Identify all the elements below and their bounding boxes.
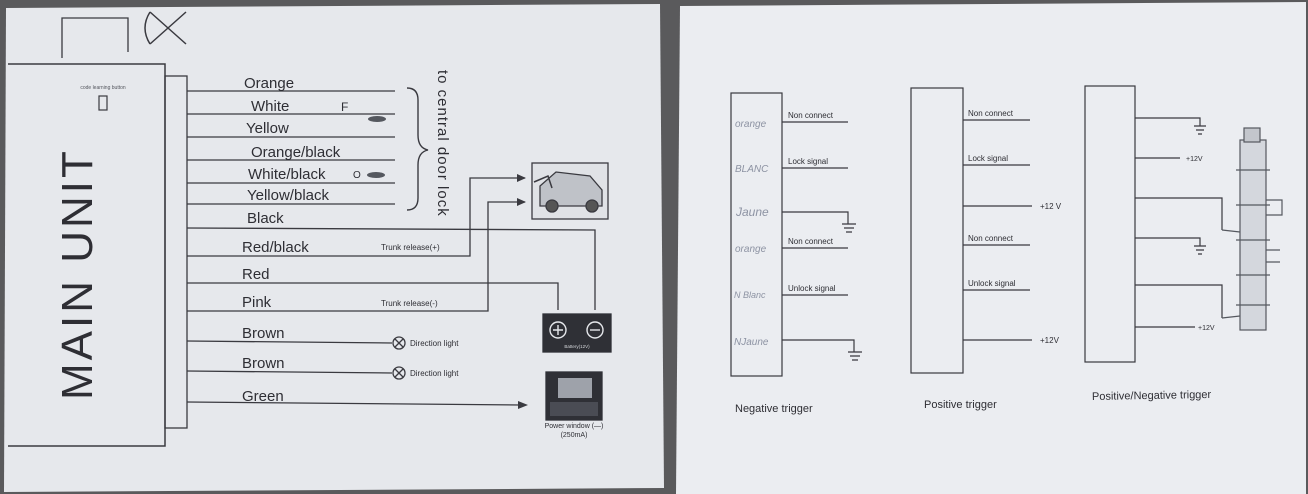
wire-label-brown-1: Brown	[242, 325, 285, 342]
ground-icon	[848, 351, 862, 361]
wire-mark-f: F	[341, 100, 348, 114]
handwritten-label: N Blanc	[734, 290, 766, 300]
wire-brown-2	[186, 370, 393, 374]
wire-label-orange: Orange	[244, 75, 294, 92]
pos-signal-label: Non connect	[968, 109, 1014, 118]
right-diagram	[730, 85, 1283, 377]
neg-signal-label: Unlock signal	[788, 284, 836, 293]
direction-light-note-2: Direction light	[410, 369, 459, 378]
lock-actuator-icon	[1221, 127, 1283, 331]
pos-neg-trigger-box	[1084, 85, 1136, 363]
wire-red-black	[187, 177, 525, 257]
wire-label-brown-2: Brown	[242, 355, 285, 372]
handwritten-label: NJaune	[734, 337, 769, 348]
wire-label-white: White	[251, 98, 289, 115]
smudge-mark	[368, 116, 386, 122]
posneg-signal-label: +12V	[1186, 156, 1203, 163]
right-text: orange BLANC Jaune orange N Blanc NJaune…	[734, 109, 1215, 415]
neg-signal-label: Non connect	[788, 237, 834, 246]
wire-green	[186, 401, 521, 406]
battery-label: Battery(12V)	[564, 344, 590, 349]
pos-signal-label: +12 V	[1040, 202, 1062, 211]
handwritten-label: orange	[735, 244, 767, 255]
trunk-release-plus-note: Trunk release(+)	[381, 243, 440, 252]
ground-icon	[842, 223, 856, 233]
wire-label-orange-black: Orange/black	[251, 144, 341, 161]
wire-brown-1	[186, 340, 393, 344]
wire-black	[186, 227, 596, 310]
connector-block	[164, 75, 188, 429]
right-paper	[676, 2, 1306, 494]
wire-red	[187, 282, 559, 310]
pos-signal-label: +12V	[1040, 336, 1060, 345]
wire-label-yellow-black: Yellow/black	[247, 187, 329, 204]
arrow-trunk-plus	[517, 174, 526, 182]
neg-signal-label: Lock signal	[788, 157, 828, 166]
arrow-trunk-minus	[517, 198, 526, 206]
wire-label-red-black: Red/black	[242, 239, 309, 256]
learning-button[interactable]	[98, 95, 108, 111]
power-window-label: Power window (—)	[545, 423, 604, 430]
left-paper	[4, 4, 664, 492]
handwritten-label: Jaune	[735, 205, 769, 219]
negative-trigger-caption: Negative trigger	[735, 403, 813, 415]
arrow-power-window	[518, 401, 528, 409]
wire-label-yellow: Yellow	[246, 120, 289, 137]
left-text: MAIN UNIT code learning button Orange Wh…	[53, 70, 603, 439]
battery-icon	[542, 313, 612, 353]
pos-signal-label: Unlock signal	[968, 279, 1016, 288]
handwritten-label: orange	[735, 119, 767, 130]
wire-label-red: Red	[242, 266, 270, 283]
wire-label-white-black: White/black	[248, 166, 326, 183]
wire-label-pink: Pink	[242, 294, 272, 311]
wire-label-black: Black	[247, 210, 284, 227]
left-diagram	[8, 11, 612, 447]
antenna-connector	[61, 17, 129, 58]
handwritten-label: BLANC	[735, 164, 769, 175]
power-window-icon	[545, 371, 603, 421]
posneg-signal-label: +12V	[1198, 325, 1215, 332]
wire-pink	[187, 201, 525, 312]
wires	[186, 90, 596, 406]
learning-button-label: code learning button	[80, 85, 126, 91]
central-lock-brace	[406, 87, 429, 211]
car-trunk-icon	[531, 162, 609, 220]
wire-label-green: Green	[242, 388, 284, 405]
direction-light-note-1: Direction light	[410, 339, 459, 348]
ground-icon	[1194, 125, 1206, 135]
wire-mark-o: O	[353, 170, 361, 181]
neg-signal-label: Non connect	[788, 111, 834, 120]
smudge-mark	[367, 172, 385, 178]
pos-signal-label: Lock signal	[968, 154, 1008, 163]
trunk-release-minus-note: Trunk release(-)	[381, 299, 438, 308]
power-window-current: (250mA)	[561, 432, 588, 439]
ground-icon	[1194, 245, 1206, 255]
direction-light-icon	[392, 366, 406, 380]
arrowheads	[517, 174, 528, 409]
direction-light-icon	[392, 336, 406, 350]
pos-signal-label: Non connect	[968, 234, 1014, 243]
positive-trigger-box	[910, 87, 964, 374]
positive-trigger-caption: Positive trigger	[924, 399, 997, 411]
central-door-lock-label: to central door lock	[434, 70, 451, 217]
main-unit-label: MAIN UNIT	[53, 148, 102, 400]
scissors-icon	[144, 11, 187, 45]
negative-trigger-box	[730, 92, 783, 377]
pos-neg-trigger-caption: Positive/Negative trigger	[1092, 389, 1212, 403]
